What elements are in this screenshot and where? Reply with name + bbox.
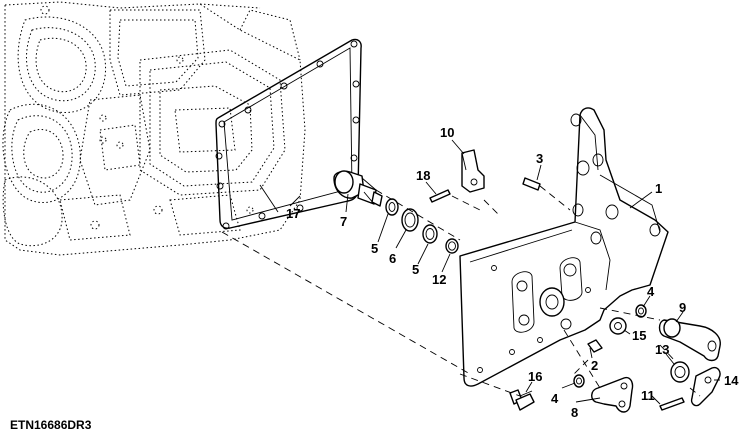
seal-6 bbox=[401, 208, 419, 232]
callout-18: 18 bbox=[416, 168, 430, 183]
engine-block-outline bbox=[2, 1, 306, 256]
callout-17: 17 bbox=[286, 206, 300, 221]
washer-5-a bbox=[385, 198, 399, 216]
callout-3: 3 bbox=[536, 151, 543, 166]
callout-7: 7 bbox=[340, 214, 347, 229]
callout-5-right: 5 bbox=[412, 262, 419, 277]
callout-16: 16 bbox=[528, 369, 542, 384]
part-8-lever bbox=[591, 376, 634, 413]
callout-10: 10 bbox=[440, 125, 454, 140]
ring-4-top bbox=[635, 304, 647, 318]
callout-2: 2 bbox=[591, 358, 598, 373]
leader-lines bbox=[289, 139, 720, 405]
callout-6: 6 bbox=[389, 251, 396, 266]
pin-2 bbox=[587, 339, 603, 353]
pin-11 bbox=[659, 397, 685, 411]
pin-3 bbox=[522, 177, 541, 191]
callout-8: 8 bbox=[571, 405, 578, 420]
callout-15: 15 bbox=[632, 328, 646, 343]
part-9-arm bbox=[658, 318, 721, 362]
figure-reference: ETN16686DR3 bbox=[10, 418, 92, 432]
callout-1: 1 bbox=[655, 181, 662, 196]
ring-4-bottom bbox=[573, 374, 585, 388]
spacer-15 bbox=[609, 317, 627, 335]
bolt-16 bbox=[509, 389, 535, 411]
part-7-valve bbox=[333, 170, 383, 207]
callout-11: 11 bbox=[641, 388, 655, 403]
plate-part-1 bbox=[459, 107, 669, 387]
ring-13 bbox=[670, 361, 690, 383]
callouts: 1 2 3 4 4 5 5 6 7 8 9 10 11 12 13 14 15 … bbox=[286, 125, 739, 420]
callout-14: 14 bbox=[724, 373, 739, 388]
part-10-lever bbox=[461, 149, 485, 193]
callout-5-left: 5 bbox=[371, 241, 378, 256]
callout-9: 9 bbox=[679, 300, 686, 315]
assembly-lines bbox=[221, 185, 701, 397]
callout-4-bottom: 4 bbox=[551, 391, 559, 406]
part-14-lever bbox=[690, 366, 721, 407]
callout-13: 13 bbox=[655, 342, 669, 357]
callout-12: 12 bbox=[432, 272, 446, 287]
washer-5-b bbox=[422, 224, 438, 244]
pin-18 bbox=[429, 189, 451, 203]
callout-4-top: 4 bbox=[647, 284, 655, 299]
ring-12 bbox=[445, 238, 459, 254]
gasket-17 bbox=[215, 38, 362, 230]
